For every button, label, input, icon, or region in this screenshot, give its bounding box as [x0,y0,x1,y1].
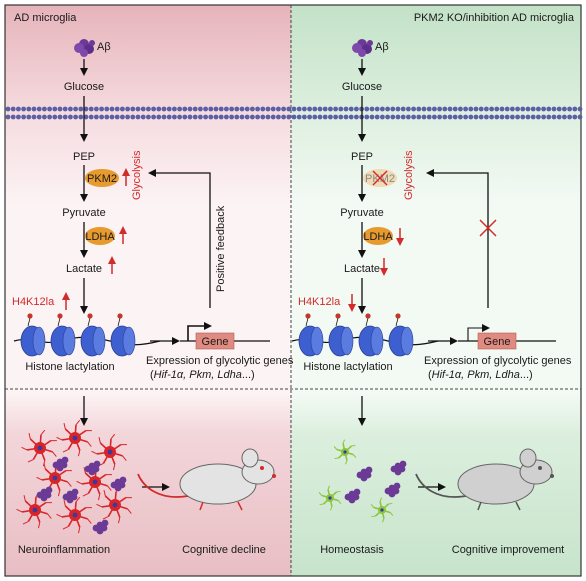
left-positive-feedback-arrow [148,169,211,308]
right-pep-label: PEP [351,151,373,163]
left-pyruvate-label: Pyruvate [62,207,105,219]
sick-mouse-icon [137,448,276,511]
right-blocked-feedback-arrow [426,169,489,308]
left-expression-line1: Expression of glycolytic genes [146,355,294,367]
right-histone-label: Histone lactylation [303,361,392,373]
left-pkm2-enzyme [85,169,119,187]
left-panel-title: AD microglia [14,12,77,24]
left-expression-line2: (Hif-1α, Pkm, Ldha...) [150,369,255,381]
right-panel-title: PKM2 KO/inhibition AD microglia [414,12,575,24]
right-outcome2-label: Cognitive improvement [452,544,565,556]
left-outcome2-label: Cognitive decline [182,544,266,556]
right-expression-line1: Expression of glycolytic genes [424,355,572,367]
left-abeta-icon [74,39,95,57]
left-pep-label: PEP [73,151,95,163]
right-ldha-label: LDHA [363,231,393,243]
activated-microglia-icon [16,419,132,535]
right-outcome1-label: Homeostasis [320,544,384,556]
right-h4k12la-label: H4K12la [298,296,341,308]
left-glycolysis-label: Glycolysis [131,150,143,200]
right-nucleosomes [291,313,439,357]
right-gene-label: Gene [484,336,511,348]
right-pkm2-label: PKM2 [365,173,395,185]
right-panel-background [291,5,581,576]
left-glucose-label: Glucose [64,81,104,93]
right-ldha-enzyme [363,227,393,245]
left-gene-label: Gene [202,336,229,348]
left-histone-label: Histone lactylation [25,361,114,373]
right-abeta-label: Aβ [375,41,389,53]
healthy-mouse-icon [415,448,554,511]
left-nucleosomes [13,313,161,357]
homeostatic-microglia-icon [318,439,407,523]
left-gene-box [195,332,235,350]
right-promoter-arrow [467,324,490,341]
right-pyruvate-label: Pyruvate [340,207,383,219]
right-lactate-label: Lactate [344,263,380,275]
right-feedback-blocked-cross-icon [479,219,497,237]
cell-membrane [5,106,583,120]
right-pkm2-knockout-cross-icon [372,170,388,186]
right-glucose-label: Glucose [342,81,382,93]
left-ldha-enzyme [85,227,115,245]
right-abeta-icon [352,39,373,57]
left-h4k12la-label: H4K12la [12,296,55,308]
right-expression-line2: (Hif-1α, Pkm, Ldha...) [428,369,533,381]
right-glycolysis-label: Glycolysis [403,150,415,200]
left-promoter-arrow [187,322,212,341]
left-abeta-label: Aβ [97,41,111,53]
left-outcome1-label: Neuroinflammation [18,544,110,556]
left-pkm2-label: PKM2 [87,173,117,185]
left-ldha-label: LDHA [85,231,115,243]
left-feedback-label: Positive feedback [215,205,227,292]
left-lactate-label: Lactate [66,263,102,275]
diagram-frame [4,4,582,577]
right-gene-box [477,332,517,350]
